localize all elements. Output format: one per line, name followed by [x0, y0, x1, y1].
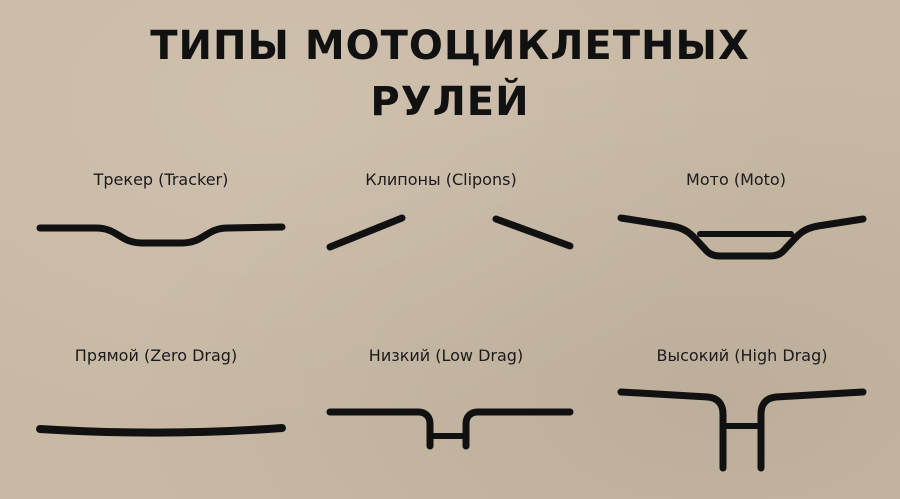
zero-drag-handlebar-icon [36, 424, 286, 437]
low-drag-handlebar-icon [326, 408, 574, 450]
low-drag-label: Низкий (Low Drag) [368, 346, 524, 365]
high-drag-label: Высокий (High Drag) [656, 346, 828, 365]
clipons-label: Клипоны (Clipons) [365, 170, 517, 189]
zero-drag-label: Прямой (Zero Drag) [74, 346, 238, 365]
high-drag-handlebar-icon [617, 388, 867, 472]
moto-handlebar-icon [617, 214, 867, 260]
moto-label: Мото (Moto) [686, 170, 786, 189]
page-title-line-1: ТИПЫ МОТОЦИКЛЕТНЫХ [150, 23, 750, 69]
tracker-label: Трекер (Tracker) [93, 170, 229, 189]
clipons-handlebar-icon [326, 214, 574, 251]
tracker-handlebar-icon [36, 223, 286, 247]
page-title-line-2: РУЛЕЙ [370, 79, 530, 125]
